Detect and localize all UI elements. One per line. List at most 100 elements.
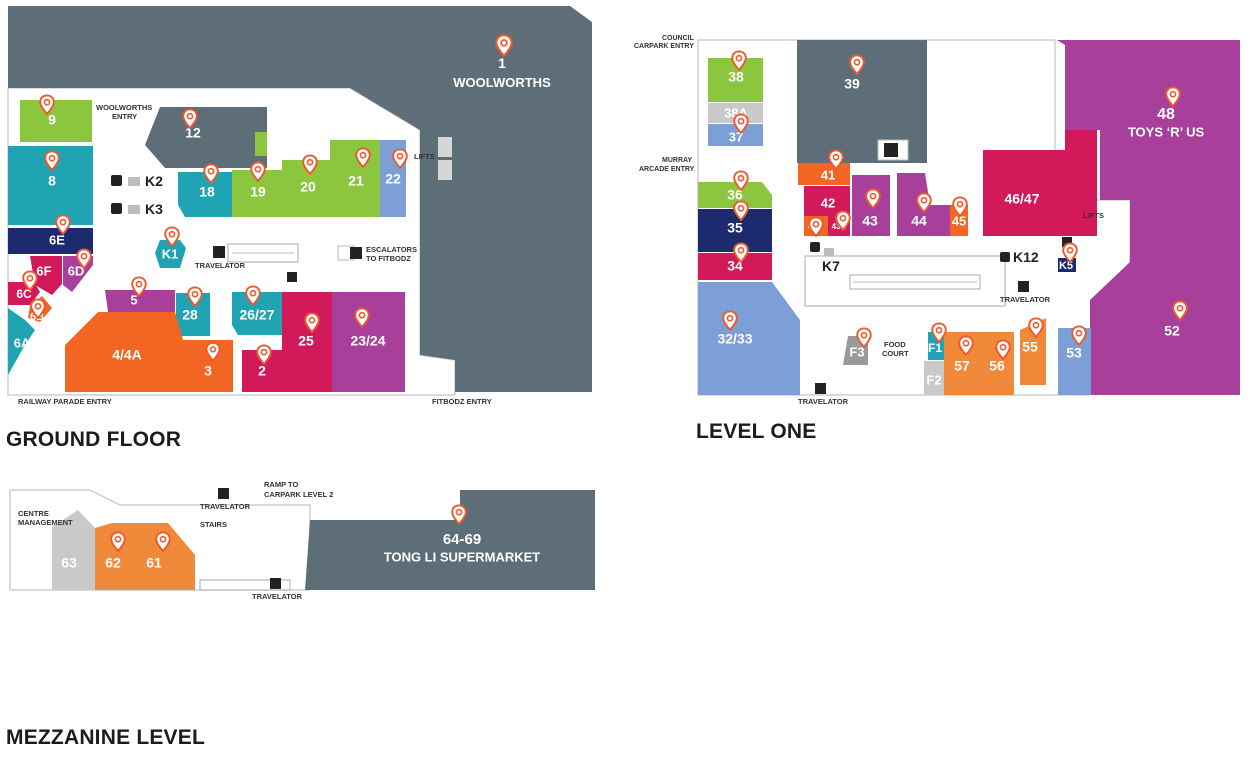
kiosk-k2-label: K2: [145, 173, 163, 189]
phone-icon-ground: [287, 272, 297, 282]
svg-text:$: $: [114, 176, 119, 186]
travelator-label-l1-a: TRAVELATOR: [1000, 295, 1051, 304]
shop-38-label: 38: [728, 69, 744, 85]
shop-35[interactable]: [698, 209, 772, 252]
shop-36[interactable]: [698, 182, 772, 208]
lifts-block-a: [438, 137, 452, 157]
centre-management-label: CENTRE: [18, 509, 49, 518]
shop-38A[interactable]: [708, 103, 763, 123]
atm-icon-k2: [111, 175, 122, 186]
shop-36-label: 36: [727, 187, 743, 203]
lifts-block-b: [438, 160, 452, 180]
shop-6E-label: 6E: [49, 232, 65, 247]
level-one-heading: LEVEL ONE: [696, 420, 817, 443]
shop-12[interactable]: [145, 107, 267, 168]
shop-1-woolworths[interactable]: [8, 6, 592, 392]
shop-1-name: WOOLWORTHS: [453, 75, 551, 90]
shop-64-69-label: 64-69: [443, 531, 481, 548]
travelator-label-mezz-b: TRAVELATOR: [252, 592, 303, 601]
shop-64-69-tong-li[interactable]: [305, 490, 595, 590]
shop-23-24-label: 23/24: [350, 333, 385, 349]
escalator-icon-ground: [350, 247, 362, 259]
shop-9[interactable]: [20, 100, 92, 142]
escalators-label-2: TO FITBODZ: [366, 254, 411, 263]
shop-37[interactable]: [708, 124, 763, 146]
kiosk-K1[interactable]: [155, 240, 186, 268]
shop-18[interactable]: [178, 172, 232, 217]
travelator-mezz: [199, 579, 291, 591]
ramp-label-2: CARPARK LEVEL 2: [264, 490, 333, 499]
shop-5[interactable]: [105, 290, 175, 312]
shop-8-label: 8: [48, 173, 56, 189]
shop-23-24[interactable]: [332, 292, 405, 392]
shop-45-label: 45: [952, 213, 966, 228]
shop-57-label: 57: [954, 358, 970, 374]
shop-F1-label: F1: [928, 341, 942, 355]
shop-8[interactable]: [8, 146, 93, 225]
shop-55[interactable]: [1020, 318, 1046, 385]
shop-18-label: 18: [199, 184, 215, 200]
travelator-label: TRAVELATOR: [195, 261, 246, 270]
shop-20-label: 20: [300, 179, 316, 195]
ground-floor-map: 1 WOOLWORTHS: [7, 6, 592, 396]
travelator-icon-mezz-b: [270, 578, 281, 589]
shop-42-label: 42: [821, 195, 835, 210]
level-one-map: [697, 39, 1240, 396]
shop-F2[interactable]: [924, 361, 944, 395]
shop-48-toys-r-us[interactable]: [1057, 40, 1240, 395]
escalators-label: ESCALATORS: [366, 245, 417, 254]
shop-61[interactable]: [132, 523, 195, 590]
shop-26-27-label: 26/27: [239, 307, 274, 323]
travelator-icon-mezz-a: [218, 488, 229, 499]
shop-20[interactable]: [282, 160, 330, 217]
woolworths-entry-label: WOOLWORTHS: [96, 103, 152, 112]
shop-35-label: 35: [727, 220, 743, 236]
food-court-label-2: COURT: [882, 349, 909, 358]
shop-63-label: 63: [61, 555, 77, 571]
shop-6E[interactable]: [8, 228, 93, 254]
shop-5-label: 5: [130, 292, 137, 307]
shop-62-label: 62: [105, 555, 121, 571]
shop-1-number: 1: [498, 55, 506, 71]
travelator-label-mezz-a: TRAVELATOR: [200, 502, 251, 511]
kiosk-K1-label: K1: [162, 246, 179, 261]
shop-52-label: 52: [1164, 323, 1180, 339]
kiosk-k7-marker: [824, 248, 834, 256]
shop-34[interactable]: [698, 253, 772, 280]
shop-12-label: 12: [185, 125, 201, 141]
centre-management-label-2: MANAGEMENT: [18, 518, 73, 527]
council-carpark-label: COUNCIL: [662, 35, 695, 42]
shop-19-label: 19: [250, 184, 266, 200]
travelator-icon-l1-a: [1018, 281, 1029, 292]
shop-34-label: 34: [727, 258, 743, 274]
shop-37-label: 37: [729, 129, 743, 144]
shop-32-33[interactable]: [698, 282, 800, 395]
toilet-icon: [884, 143, 898, 157]
shop-46-47[interactable]: [983, 130, 1097, 236]
mezzanine-map: [9, 489, 595, 591]
atm-icon-k7: [810, 242, 820, 252]
atm-icon-k3: [111, 203, 122, 214]
atm-icon-k12: [1000, 252, 1010, 262]
shop-6F[interactable]: [30, 256, 62, 295]
shop-4-4A[interactable]: [65, 312, 183, 392]
shop-63[interactable]: [52, 510, 95, 590]
shop-9-label: 9: [48, 112, 56, 128]
shop-6A[interactable]: [8, 308, 35, 375]
shop-56-label: 56: [989, 358, 1005, 374]
kiosk-k2-marker: [128, 177, 140, 186]
shop-61-label: 61: [146, 555, 162, 571]
shop-22-label: 22: [385, 171, 401, 187]
food-court-label: FOOD: [884, 340, 906, 349]
shop-3-label: 3: [204, 363, 212, 379]
shop-25[interactable]: [282, 292, 332, 392]
shop-43-label: 43: [862, 213, 878, 229]
stairs-label: STAIRS: [200, 520, 227, 529]
kiosk-k12-label: K12: [1013, 249, 1039, 265]
shop-F2-label: F2: [926, 372, 941, 387]
shop-6A-label: 6A: [14, 335, 31, 350]
fitbodz-entry-label: FITBODZ ENTRY: [432, 397, 492, 406]
railway-parade-entry-label: RAILWAY PARADE ENTRY: [18, 397, 112, 406]
shop-48-label: 48: [1157, 106, 1175, 123]
shop-26-27[interactable]: [232, 292, 282, 335]
